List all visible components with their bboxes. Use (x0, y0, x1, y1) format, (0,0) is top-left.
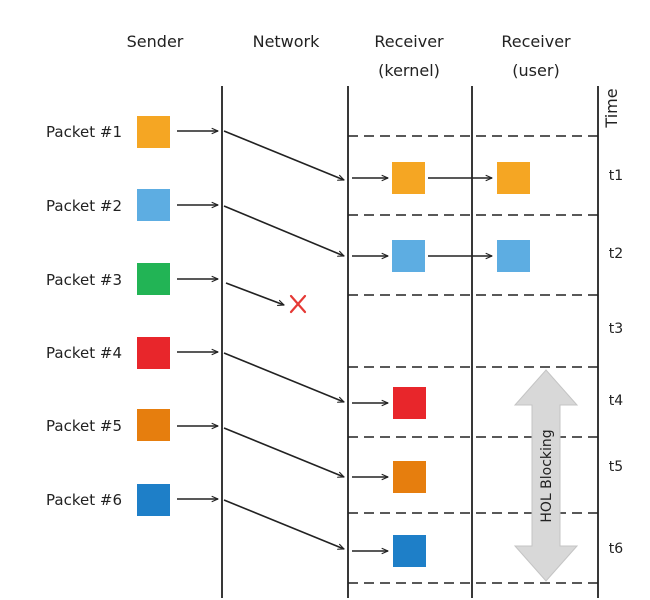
packet-square-sender (137, 337, 170, 369)
network-transit-arrow (225, 282, 284, 305)
packet-row-1: Packet #1 (46, 116, 530, 194)
network-transit-arrow (223, 499, 344, 549)
packet-square-user (497, 240, 530, 272)
packet-square-kernel (393, 535, 426, 567)
network-transit-arrow (223, 205, 344, 257)
header-sender: Sender (127, 32, 184, 51)
packet-square-kernel (393, 387, 426, 419)
header-time: Time (602, 88, 621, 128)
header-receiver-kernel-line1: Receiver (374, 32, 444, 51)
packet-square-kernel (392, 240, 425, 272)
packet-row-2: Packet #2 (46, 189, 530, 272)
packet-square-sender (137, 263, 170, 295)
time-label-t1: t1 (609, 168, 623, 184)
network-transit-arrow (223, 130, 344, 180)
packet-square-sender (137, 189, 170, 221)
packet-label: Packet #4 (46, 344, 122, 362)
packet-row-5: Packet #5 (46, 409, 426, 493)
packet-row-6: Packet #6 (46, 484, 426, 567)
packet-lost-x-icon (289, 294, 307, 314)
header-receiver-kernel-line2: (kernel) (378, 61, 440, 80)
time-label-t5: t5 (609, 459, 623, 475)
packet-square-kernel (393, 461, 426, 493)
packet-label: Packet #5 (46, 417, 122, 435)
packet-label: Packet #1 (46, 123, 122, 141)
header-network: Network (253, 32, 321, 51)
packet-square-user (497, 162, 530, 194)
packet-label: Packet #6 (46, 491, 122, 509)
packet-label: Packet #2 (46, 197, 122, 215)
time-label-t4: t4 (609, 393, 623, 409)
network-transit-arrow (223, 352, 344, 402)
network-transit-arrow (223, 427, 344, 477)
header-receiver-user-line2: (user) (512, 61, 559, 80)
header-receiver-user-line1: Receiver (501, 32, 571, 51)
hol-blocking-label: HOL Blocking (539, 429, 555, 522)
packet-row-3: Packet #3 (46, 263, 307, 314)
packet-row-4: Packet #4 (46, 337, 426, 419)
packet-square-sender (137, 116, 170, 148)
packet-label: Packet #3 (46, 271, 122, 289)
packet-square-sender (137, 484, 170, 516)
packet-square-sender (137, 409, 170, 441)
time-label-t6: t6 (609, 541, 623, 557)
time-label-t2: t2 (609, 246, 623, 262)
double-arrow-icon (513, 369, 579, 582)
time-label-t3: t3 (609, 321, 623, 337)
packet-square-kernel (392, 162, 425, 194)
hol-blocking-indicator: HOL Blocking (513, 369, 579, 582)
